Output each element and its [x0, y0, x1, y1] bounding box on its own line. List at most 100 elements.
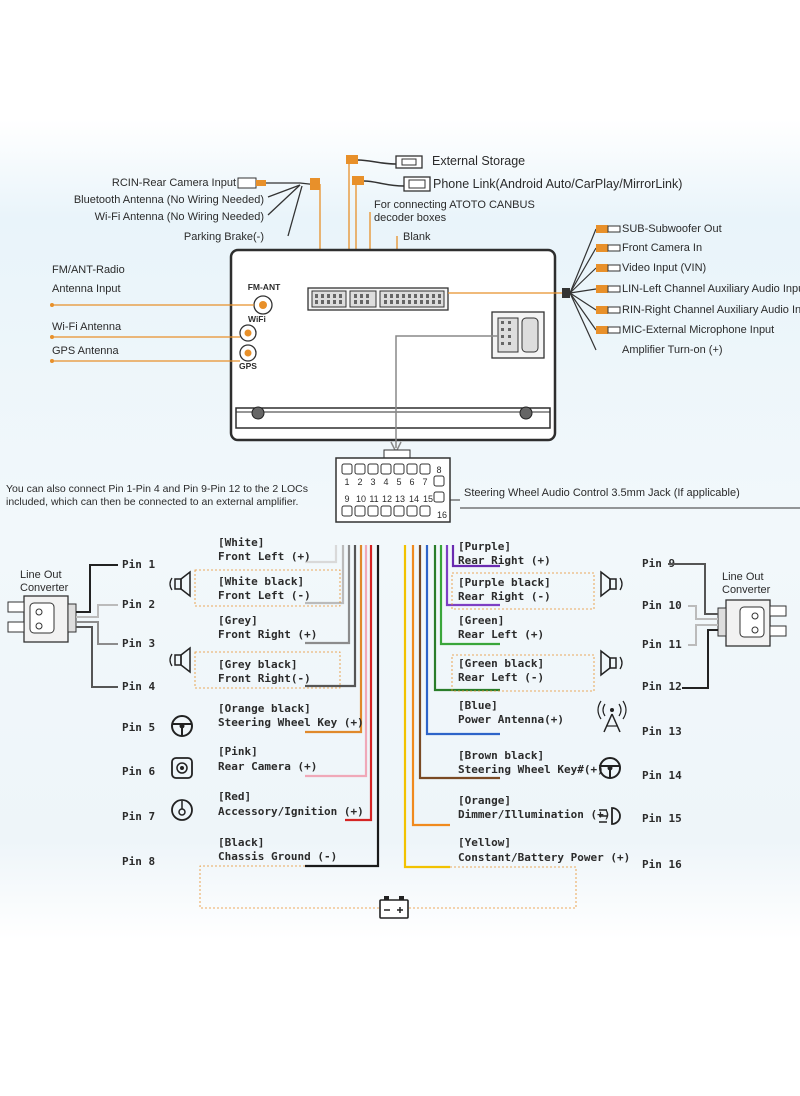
rcin-label: RCIN-Rear Camera Input: [112, 177, 236, 189]
speaker-icon: [169, 570, 191, 598]
pin-16-label: Pin 16: [642, 858, 682, 871]
steering-jack-label: Steering Wheel Audio Control 3.5mm Jack …: [464, 487, 740, 499]
rear-connector-block: [307, 287, 449, 311]
rca-plug-icon: [237, 177, 266, 189]
pin6-color: [Pink]: [218, 745, 258, 758]
pin7-name: Accessory/Ignition (+): [218, 805, 364, 818]
harness-pin-5: 5: [396, 477, 401, 487]
pin12-name: Rear Left (-): [458, 671, 544, 684]
pin16-name: Constant/Battery Power (+): [458, 851, 630, 864]
usb-connector-icon: [346, 155, 423, 169]
harness-pin-13: 13: [395, 494, 405, 504]
pin6-name: Rear Camera (+): [218, 760, 317, 773]
pin-14-label: Pin 14: [642, 769, 682, 782]
canbus-label-line1: For connecting ATOTO CANBUS: [374, 199, 535, 211]
left-wire-labels: [White] Front Left (+) [White black] Fro…: [194, 536, 364, 863]
pin10-color: [Purple black]: [458, 576, 551, 589]
right-rca-cables: SUB-Subwoofer Out Front Camera In Video …: [448, 223, 800, 356]
steering-wheel-icon: [171, 715, 193, 737]
steering-wheel-icon: [599, 757, 621, 779]
right-pin-labels: Pin 9 Pin 10 Pin 11 Pin 12 Pin 13 Pin 14…: [642, 557, 682, 871]
harness-pin-12: 12: [382, 494, 392, 504]
pin-15-label: Pin 15: [642, 812, 682, 825]
pin5-color: [Orange black]: [218, 702, 311, 715]
rca-label-3: Video Input (VIN): [622, 262, 706, 274]
harness-pin-6: 6: [409, 477, 414, 487]
pin2-name: Front Left (-): [218, 589, 311, 602]
rca-label-6: MIC-External Microphone Input: [622, 324, 774, 336]
rca-label-7: Amplifier Turn-on (+): [622, 344, 723, 356]
harness-pin-2: 2: [357, 477, 362, 487]
speaker-icon: [600, 570, 623, 598]
speaker-icon: [600, 649, 623, 677]
harness-connector: 1 2 3 4 5 6 7 8 9 10 11 12 13 14 15 16: [335, 449, 451, 523]
head-unit: FM-ANT WiFi GPS: [229, 248, 557, 454]
pin-11-label: Pin 11: [642, 638, 682, 651]
phone-link-label: Phone Link(Android Auto/CarPlay/MirrorLi…: [433, 177, 682, 191]
pin-3-label: Pin 3: [122, 637, 155, 650]
pin-1-label: Pin 1: [122, 558, 155, 571]
ignition-key-icon: [171, 799, 193, 821]
pin13-name: Power Antenna(+): [458, 713, 564, 726]
speaker-icon: [169, 646, 191, 674]
left-antenna-labels: FM/ANT-Radio Antenna Input Wi-Fi Antenna…: [50, 264, 254, 363]
fm-radio-label-line2: Antenna Input: [52, 283, 121, 295]
blank-label: Blank: [403, 231, 431, 243]
pin14-color: [Brown black]: [458, 749, 544, 762]
pin-4-label: Pin 4: [122, 680, 155, 693]
pin7-color: [Red]: [218, 790, 251, 803]
rca-label-4: LIN-Left Channel Auxiliary Audio Input: [622, 283, 800, 295]
loc-note-line2: included, which can then be connected to…: [6, 496, 298, 508]
pin5-name: Steering Wheel Key (+): [218, 716, 364, 729]
harness-pin-11: 11: [369, 494, 378, 504]
pin-6-label: Pin 6: [122, 765, 155, 778]
pin15-name: Dimmer/Illumination (+): [458, 808, 610, 821]
right-wire-labels: [Purple] Rear Right (+) [Purple black] R…: [451, 540, 630, 864]
parking-brake-label: Parking Brake(-): [184, 231, 264, 243]
pin1-color: [White]: [218, 536, 264, 549]
pin-2-label: Pin 2: [122, 598, 155, 611]
left-pin-labels: Pin 1 Pin 2 Pin 3 Pin 4 Pin 5 Pin 6 Pin …: [122, 558, 155, 868]
pin3-name: Front Right (+): [218, 628, 317, 641]
gps-port-label: GPS: [239, 361, 257, 371]
top-connectors: External Storage Phone Link(Android Auto…: [346, 154, 682, 290]
pin8-name: Chassis Ground (-): [218, 850, 337, 863]
harness-pin-16: 16: [437, 510, 447, 520]
wifi-top-label: Wi-Fi Antenna (No Wiring Needed): [95, 211, 264, 223]
pin13-color: [Blue]: [458, 699, 498, 712]
harness-pin-14: 14: [409, 494, 419, 504]
pin2-color: [White black]: [218, 575, 304, 588]
phone-link-connector-icon: [352, 176, 431, 192]
harness-pin-10: 10: [356, 494, 366, 504]
left-converter-label-line2: Converter: [20, 582, 69, 594]
iso-connector-block: [491, 311, 545, 359]
right-converter-label-line1: Line Out: [722, 571, 764, 583]
pin1-name: Front Left (+): [218, 550, 311, 563]
external-storage-label: External Storage: [432, 154, 525, 168]
left-line-out-converter: Line Out Converter: [7, 564, 118, 688]
pin10-name: Rear Right (-): [458, 590, 551, 603]
harness-pin-3: 3: [370, 477, 375, 487]
pin-10-label: Pin 10: [642, 599, 682, 612]
right-line-out-converter: Line Out Converter: [668, 563, 787, 689]
loc-note-line1: You can also connect Pin 1-Pin 4 and Pin…: [6, 483, 308, 495]
pin15-color: [Orange]: [458, 794, 511, 807]
harness-pin-8: 8: [436, 465, 441, 475]
antenna-icon: [597, 700, 627, 733]
canbus-label-line2: decoder boxes: [374, 212, 447, 224]
pin14-name: Steering Wheel Key#(+): [458, 763, 604, 776]
battery-circuit: [199, 865, 577, 909]
pin16-color: [Yellow]: [458, 836, 511, 849]
camera-icon: [171, 757, 193, 779]
right-wire-bundle: [403, 545, 500, 869]
pin3-color: [Grey]: [218, 614, 258, 627]
pin-7-label: Pin 7: [122, 810, 155, 823]
left-top-cables: RCIN-Rear Camera Input Bluetooth Antenna…: [74, 177, 321, 290]
pin-12-label: Pin 12: [642, 680, 682, 693]
harness-pin-7: 7: [422, 477, 427, 487]
harness-pin-1: 1: [344, 477, 349, 487]
harness-pin-15: 15: [423, 494, 433, 504]
illumination-icon: [599, 807, 621, 825]
bluetooth-label: Bluetooth Antenna (No Wiring Needed): [74, 194, 264, 206]
